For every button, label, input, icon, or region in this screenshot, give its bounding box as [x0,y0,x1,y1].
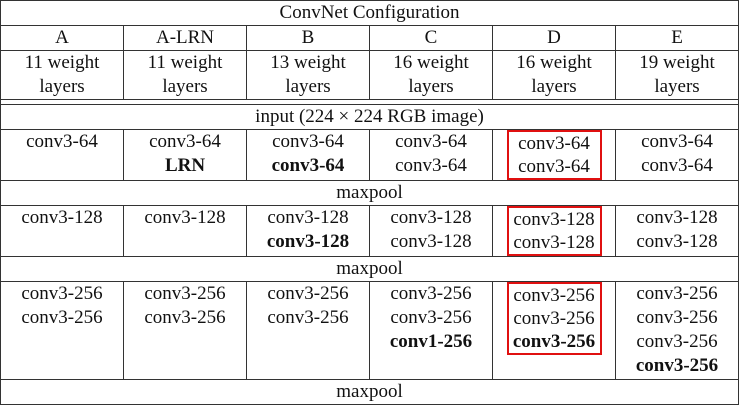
column-header: D [492,25,616,51]
weight-layers-text: layers [408,76,454,97]
column-header: E [614,25,740,51]
weight-layers-cell: 19 weight layers [614,50,740,100]
layer-label: conv3-256 [512,331,596,352]
layer-label: conv3-64 [641,155,713,176]
column-header: A-LRN [123,25,247,51]
layer-label: conv3-128 [513,232,595,253]
layer-cell: conv3-128 conv3-128 [246,205,370,257]
layer-cell: conv3-128 [0,205,124,257]
layer-cell: conv3-64 [0,129,124,181]
layer-label: conv3-128 [636,207,718,228]
weight-layers-text: 11 weight [24,52,100,73]
layer-label: conv3-128 [636,231,718,252]
layer-label: conv3-256 [635,355,719,376]
layer-label: conv3-128 [390,231,472,252]
layer-cell: conv3-256 conv3-256 conv1-256 [369,281,493,380]
weight-layers-text: layers [531,76,577,97]
layer-label: conv3-64 [272,131,344,152]
layer-label: conv3-256 [390,307,472,328]
layer-cell: conv3-128 conv3-128 [369,205,493,257]
weight-layers-text: 13 weight [270,52,346,73]
layer-label: conv3-128 [513,209,595,230]
layer-label: conv3-128 [390,207,472,228]
layer-label: conv3-128 [144,207,226,228]
layer-label: conv3-64 [641,131,713,152]
layer-cell: conv3-64 conv3-64 [369,129,493,181]
layer-label: conv3-64 [395,155,467,176]
layer-label: conv3-128 [267,207,349,228]
layer-label: conv3-128 [266,231,350,252]
layer-label: conv3-256 [21,307,103,328]
layer-label: conv3-64 [26,131,98,152]
layer-label: conv3-64 [271,155,345,176]
layer-label: conv3-256 [513,285,595,306]
layer-cell: conv3-128 [123,205,247,257]
weight-layers-cell: 13 weight layers [246,50,370,100]
layer-label: conv3-256 [144,283,226,304]
layer-cell: conv3-256 conv3-256 [0,281,124,380]
weight-layers-text: 16 weight [516,52,592,73]
column-header: B [246,25,370,51]
layer-cell: conv3-256 conv3-256 [123,281,247,380]
maxpool-row: maxpool [0,180,740,206]
weight-layers-cell: 11 weight layers [123,50,247,100]
table-title: ConvNet Configuration [0,0,740,26]
layer-label: conv3-256 [390,283,472,304]
maxpool-row: maxpool [0,256,740,282]
weight-layers-text: layers [162,76,208,97]
layer-label: conv3-256 [636,307,718,328]
layer-label: conv3-256 [21,283,103,304]
layer-label: conv3-256 [267,283,349,304]
layer-label: conv1-256 [389,331,473,352]
weight-layers-text: 19 weight [639,52,715,73]
weight-layers-cell: 16 weight layers [492,50,616,100]
layer-label: conv3-64 [395,131,467,152]
column-header: A [0,25,124,51]
weight-layers-cell: 16 weight layers [369,50,493,100]
weight-layers-text: layers [39,76,85,97]
weight-layers-cell: 11 weight layers [0,50,124,100]
layer-label: conv3-256 [636,331,718,352]
layer-label: conv3-256 [636,283,718,304]
column-header: C [369,25,493,51]
layer-cell: conv3-64 conv3-64 [246,129,370,181]
layer-label: conv3-256 [144,307,226,328]
weight-layers-text: layers [654,76,700,97]
layer-label: LRN [164,155,206,176]
layer-label: conv3-64 [518,156,590,177]
layer-cell: conv3-64 conv3-64 [614,129,740,181]
layer-cell: conv3-128 conv3-128 [614,205,740,257]
layer-label: conv3-256 [267,307,349,328]
layer-cell: conv3-256 conv3-256 [246,281,370,380]
weight-layers-text: layers [285,76,331,97]
layer-label: conv3-128 [21,207,103,228]
layer-cell: conv3-256 conv3-256 conv3-256 conv3-256 [614,281,740,380]
maxpool-row: maxpool [0,379,740,405]
layer-label: conv3-256 [513,308,595,329]
weight-layers-text: 11 weight [147,52,223,73]
layer-label: conv3-64 [518,133,590,154]
layer-label: conv3-64 [149,131,221,152]
input-row: input (224 × 224 RGB image) [0,104,740,130]
weight-layers-text: 16 weight [393,52,469,73]
